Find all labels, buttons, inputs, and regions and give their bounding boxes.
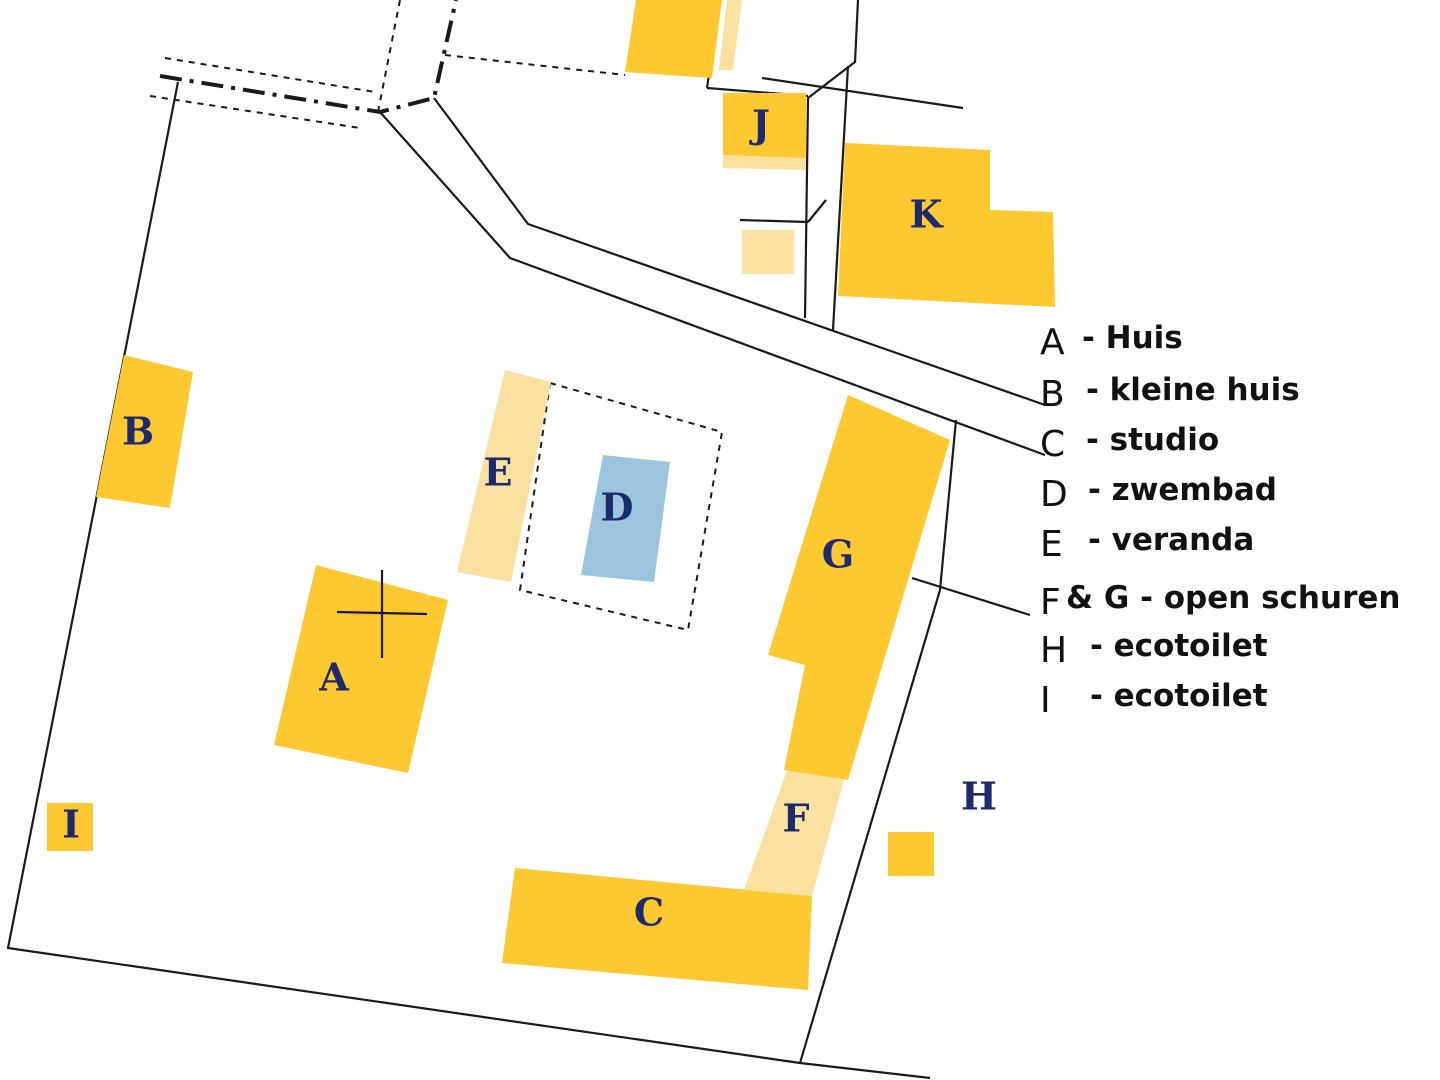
map-label-E: E	[484, 450, 513, 495]
legend-key: C	[1040, 424, 1066, 465]
map-label-F: F	[783, 796, 810, 841]
dashed-boundary	[149, 0, 626, 129]
legend-key: I	[1040, 680, 1051, 721]
legend-text: - veranda	[1088, 522, 1255, 558]
map-label-B: B	[122, 409, 154, 454]
legend-text: - studio	[1086, 422, 1220, 458]
access-road	[379, 97, 1046, 457]
building-G	[768, 395, 950, 780]
building-north	[625, 0, 722, 78]
building-F	[744, 768, 844, 896]
map-label-D: D	[601, 485, 634, 530]
legend-key: E	[1040, 524, 1063, 565]
legend-text: - ecotoilet	[1090, 678, 1268, 714]
legend-text: - zwembad	[1088, 472, 1277, 508]
legend-key: F	[1040, 582, 1061, 623]
building-J	[723, 93, 806, 158]
legend-key: D	[1040, 474, 1068, 515]
building-E	[457, 370, 551, 582]
legend-text: - Huis	[1082, 320, 1183, 356]
building-K	[838, 143, 1055, 307]
cross-marker	[336, 570, 428, 658]
map-label-K: K	[909, 192, 944, 237]
legend-key: B	[1040, 374, 1065, 415]
building-H-ecotoilet	[888, 832, 934, 876]
legend-key: H	[1040, 630, 1068, 671]
building-C	[502, 868, 812, 990]
building-A	[274, 565, 448, 773]
map-label-G: G	[822, 532, 854, 577]
pool-D	[581, 455, 670, 582]
property-boundary	[6, 81, 1031, 1080]
building-I-ecotoilet	[47, 803, 93, 851]
map-label-A: A	[318, 655, 349, 700]
legend-text: - ecotoilet	[1090, 628, 1268, 664]
legend-key: A	[1040, 322, 1065, 363]
map-label-C: C	[634, 890, 664, 935]
building-J-annex	[723, 155, 806, 170]
map-label-H: H	[961, 774, 997, 819]
map-label-J: J	[749, 102, 770, 147]
shed-small	[742, 230, 794, 274]
legend-text: - kleine huis	[1086, 372, 1300, 408]
map-label-I: I	[62, 802, 80, 847]
legend-text: & G - open schuren	[1066, 580, 1401, 616]
building-north-annex	[719, 0, 742, 70]
building-B	[96, 355, 193, 508]
